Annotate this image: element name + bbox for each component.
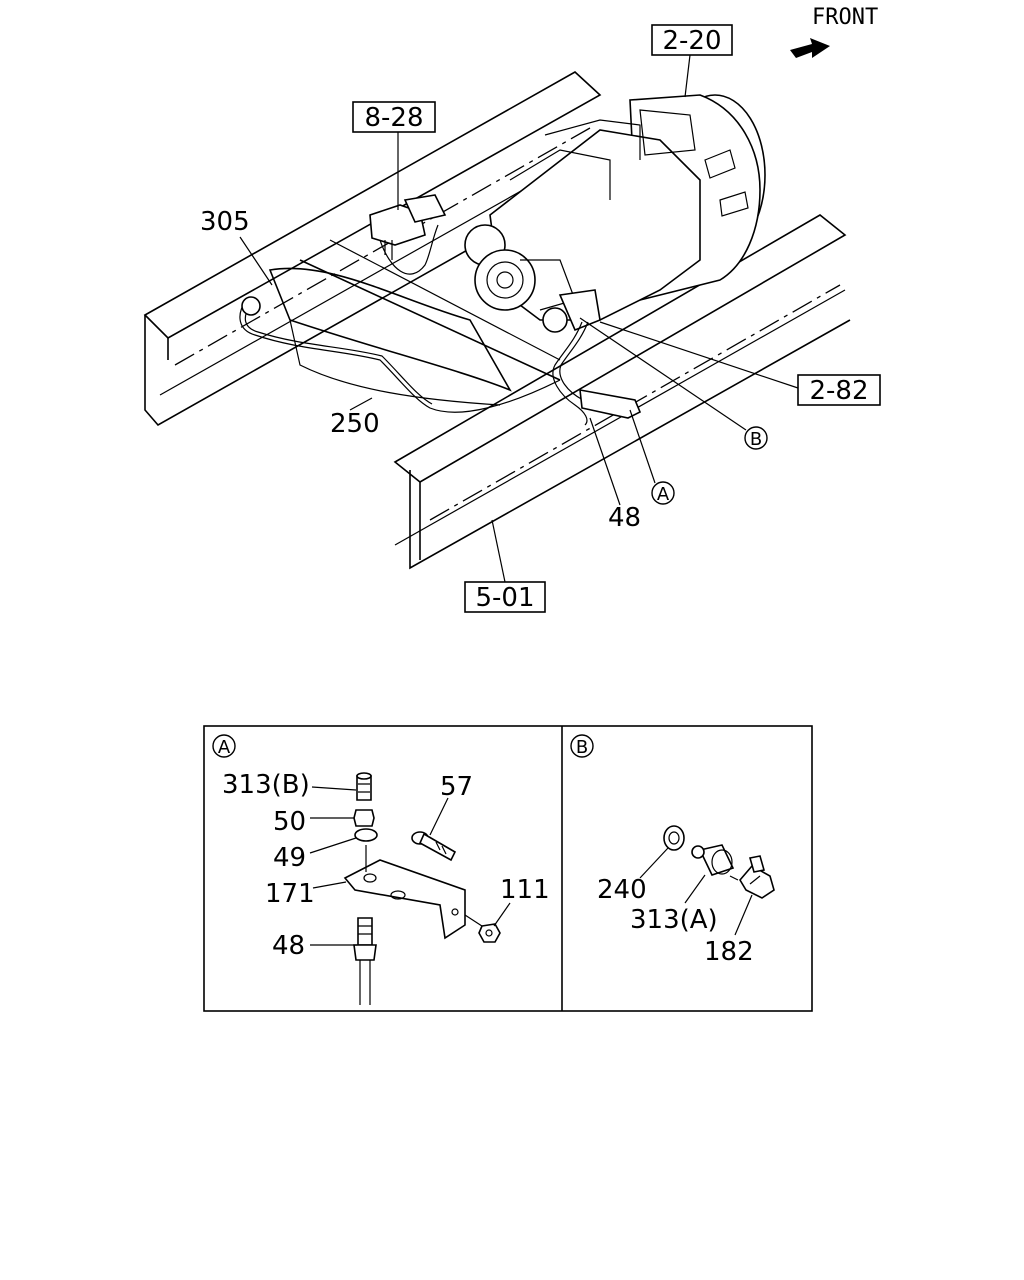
callout-circle-a-label: A (657, 484, 670, 505)
part-182-drawing (729, 855, 775, 899)
label-313b: 313(B) (222, 770, 310, 800)
part-57-drawing (411, 831, 457, 862)
part-240-drawing (663, 825, 685, 851)
callout-circle-b-label: B (750, 429, 762, 450)
cross-member (268, 239, 561, 406)
callout-48-label: 48 (608, 503, 641, 533)
part-313b-drawing (356, 772, 372, 801)
ref-label-r1: 2-20 (662, 26, 721, 56)
callout-305: 305 (200, 207, 273, 286)
detail-frame (203, 725, 813, 1012)
part-111-drawing (478, 923, 501, 943)
label-48: 48 (272, 931, 305, 961)
ref-box-r4: 5-01 (464, 519, 546, 613)
detail-b: B 240 313(A) 182 (570, 734, 775, 967)
label-313a: 313(A) (630, 905, 718, 935)
ref-box-r3: 2-82 (599, 321, 881, 406)
ref-label-r2: 8-28 (364, 103, 423, 133)
ref-label-r4: 5-01 (475, 583, 534, 613)
callout-circle-b: B (579, 317, 768, 450)
part-313a-drawing (691, 844, 735, 876)
label-240: 240 (597, 875, 647, 905)
transmission (464, 94, 766, 333)
label-171: 171 (265, 879, 315, 909)
callout-305-label: 305 (200, 207, 250, 237)
callout-circle-a: A (629, 409, 675, 505)
label-57: 57 (440, 772, 473, 802)
ref-box-r1: 2-20 (651, 24, 733, 98)
label-111: 111 (500, 875, 550, 905)
detail-a: A (212, 734, 550, 1005)
label-182: 182 (704, 937, 754, 967)
pipe-250 (239, 296, 561, 413)
part-49-drawing (354, 828, 378, 842)
detail-a-title: A (218, 737, 231, 758)
label-49: 49 (273, 843, 306, 873)
ref-label-r3: 2-82 (809, 376, 868, 406)
part-48-drawing (353, 917, 377, 1005)
front-arrow-icon (790, 38, 830, 58)
hose-48 (552, 321, 642, 426)
callout-250-label: 250 (330, 409, 380, 439)
ref-box-r2: 8-28 (352, 101, 436, 210)
callout-250: 250 (330, 397, 380, 439)
switch-assembly (369, 194, 447, 275)
label-50: 50 (273, 807, 306, 837)
detail-b-title: B (576, 737, 588, 758)
callout-48: 48 (589, 417, 641, 533)
frame-rail-right (393, 214, 851, 570)
front-label: FRONT (812, 5, 878, 30)
part-50-drawing (353, 809, 375, 827)
front-indicator: FRONT (790, 5, 878, 58)
